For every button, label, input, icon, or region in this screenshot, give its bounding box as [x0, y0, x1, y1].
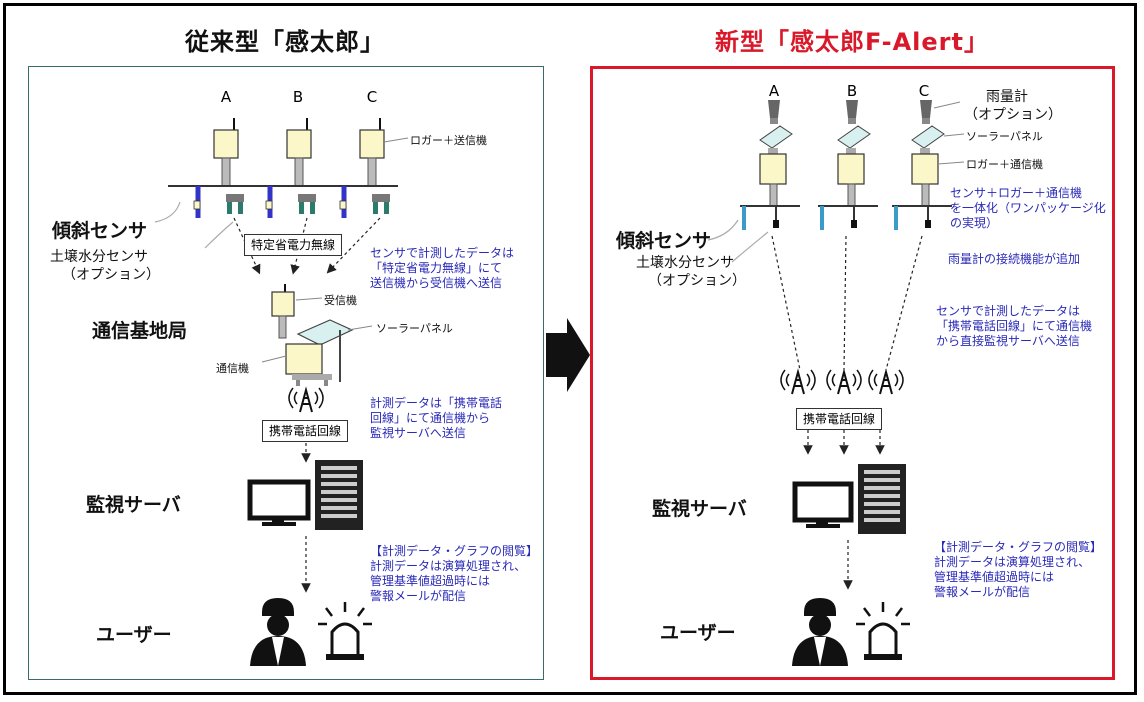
right-rain-gauge: 雨量計: [986, 89, 1028, 105]
left-radio-box: 特定省電力無線: [244, 234, 343, 256]
right-note-mobile: センサで計測したデータは「携帯電話回線」にて通信機から直接監視サーバへ送信: [936, 304, 1093, 348]
right-panel: [590, 66, 1115, 680]
left-comm-label: 通信機: [216, 362, 249, 375]
left-unit-a: [168, 118, 250, 218]
right-alarm-icon: [856, 602, 910, 660]
right-unit-b: [818, 100, 878, 230]
right-logger-label: ロガー＋通信機: [966, 158, 1043, 171]
right-solar-label: ソーラーパネル: [966, 130, 1043, 143]
right-note-rain: 雨量計の接続機能が追加: [948, 252, 1081, 266]
left-solar-label: ソーラーパネル: [376, 322, 453, 335]
right-note-view: 【計測データ・グラフの閲覧】計測データは演算処理され、管理基準値超過時には警報メ…: [934, 540, 1103, 599]
left-col-a: A: [220, 88, 232, 106]
left-logger-label: ロガー＋送信機: [410, 134, 487, 147]
left-soil-sensor-option: （オプション）: [62, 267, 160, 283]
right-server-graphic: [792, 464, 906, 534]
left-mobile-box: 携帯電話回線: [262, 420, 349, 442]
left-note-radio: センサで計測したデータは「特定省電力無線」にて送信機から受信機へ送信: [370, 246, 515, 290]
left-user-label: ユーザー: [96, 624, 172, 646]
right-soil-sensor-option: （オプション）: [648, 273, 746, 289]
left-receiver-label: 受信機: [324, 294, 357, 307]
right-user-label: ユーザー: [660, 622, 736, 644]
right-tilt-sensor: 傾斜センサ: [616, 230, 712, 252]
right-col-a: A: [768, 82, 780, 100]
right-tower-icon-a: [780, 368, 816, 395]
left-tower-icon: [288, 386, 324, 413]
right-mobile-box: 携帯電話回線: [796, 408, 883, 430]
left-base-station-graphic: [271, 284, 354, 386]
left-base-station: 通信基地局: [92, 320, 188, 342]
right-note-integration: センサ＋ロガー＋通信機を一体化（ワンパッケージ化の実現）: [950, 186, 1106, 230]
left-unit-b: [242, 118, 324, 218]
left-tilt-sensor: 傾斜センサ: [52, 220, 148, 242]
right-soil-sensor: 土壌水分センサ: [636, 255, 734, 271]
transition-arrow: [546, 318, 590, 392]
left-panel: [28, 66, 544, 680]
right-unit-c: [892, 100, 952, 230]
left-title: 従来型「感太郎」: [185, 28, 385, 56]
left-worker-icon: [250, 598, 306, 666]
right-unit-a: [740, 100, 800, 230]
left-note-view: 【計測データ・グラフの閲覧】計測データは演算処理され、管理基準値超過時には警報メ…: [370, 544, 539, 603]
left-server-label: 監視サーバ: [86, 494, 181, 516]
left-unit-c: [316, 118, 398, 218]
right-server-label: 監視サーバ: [652, 498, 747, 520]
left-col-b: B: [292, 88, 304, 106]
left-col-c: C: [366, 88, 378, 106]
outer-frame: [3, 3, 1137, 695]
right-worker-icon: [792, 598, 848, 666]
right-rain-gauge-option: （オプション）: [964, 107, 1062, 123]
left-alarm-icon: [318, 602, 372, 660]
right-tower-icon-b: [826, 368, 862, 395]
right-col-c: C: [918, 82, 930, 100]
right-col-b: B: [846, 82, 858, 100]
left-server-graphic: [247, 460, 363, 530]
left-note-mobile: 計測データは「携帯電話回線」にて通信機から監視サーバへ送信: [370, 396, 503, 440]
right-tower-icon-c: [868, 368, 904, 395]
right-title: 新型「感太郎F-Alert」: [714, 28, 990, 56]
left-soil-sensor: 土壌水分センサ: [50, 249, 148, 265]
